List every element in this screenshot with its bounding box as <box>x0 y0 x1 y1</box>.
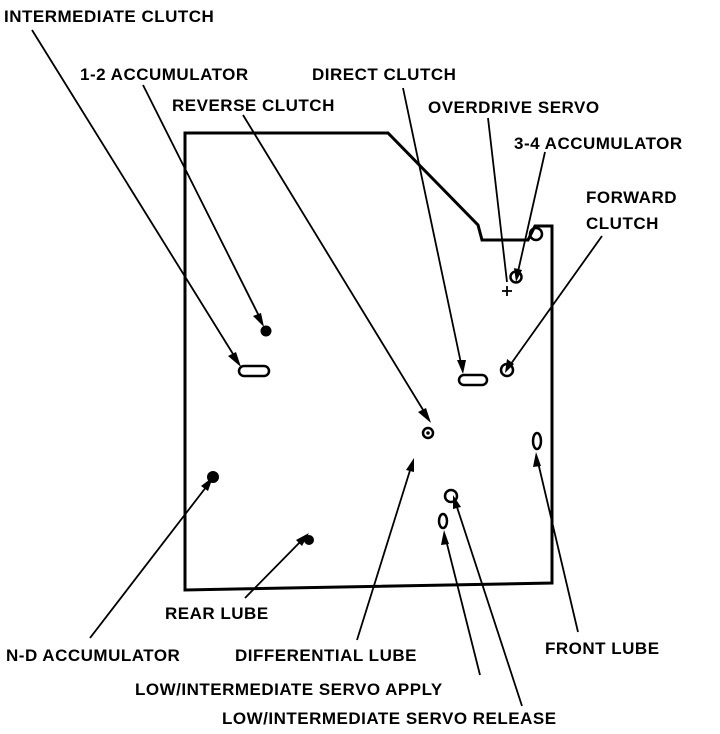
leader-reverse-clutch <box>242 114 429 419</box>
arrowhead-intermediate-clutch <box>228 352 241 367</box>
label-nd-accumulator: N-D ACCUMULATOR <box>6 646 180 665</box>
label-direct-clutch: DIRECT CLUTCH <box>312 65 456 84</box>
label-reverse-clutch: REVERSE CLUTCH <box>172 96 335 115</box>
hole-direct-clutch <box>457 373 489 387</box>
label-differential-lube: DIFFERENTIAL LUBE <box>235 646 417 665</box>
hole-3-4-accumulator <box>509 270 523 284</box>
hole-nd-accumulator <box>207 471 219 483</box>
label-rear-lube: REAR LUBE <box>165 604 269 623</box>
label-intermediate-clutch: INTERMEDIATE CLUTCH <box>4 7 214 26</box>
label-front-lube: FRONT LUBE <box>545 639 660 658</box>
label-low-int-servo-apply: LOW/INTERMEDIATE SERVO APPLY <box>135 680 443 699</box>
label-forward-clutch-2: CLUTCH <box>586 214 659 233</box>
leader-nd-accumulator <box>89 481 211 639</box>
hole-servo-apply <box>437 512 449 530</box>
label-1-2-accumulator: 1-2 ACCUMULATOR <box>80 65 249 84</box>
hole-servo-release <box>443 488 459 504</box>
leader-intermediate-clutch <box>31 29 239 363</box>
leader-overdrive-servo <box>487 117 508 283</box>
arrowhead-reverse-clutch <box>418 408 431 423</box>
arrowhead-servo-apply <box>441 530 449 545</box>
leader-forward-clutch <box>507 235 603 369</box>
arrowhead-front-lube <box>533 452 541 467</box>
arrowhead-servo-release <box>453 495 461 509</box>
hole-front-lube <box>531 431 543 451</box>
leader-front-lube <box>536 457 579 633</box>
label-forward-clutch-1: FORWARD <box>586 188 677 207</box>
hole-reverse-clutch-center <box>426 431 430 435</box>
arrowhead-direct-clutch <box>457 360 466 374</box>
hole-reverse-clutch <box>421 426 435 440</box>
hole-forward-clutch <box>499 362 515 378</box>
arrowhead-differential-lube <box>406 458 414 472</box>
label-3-4-accumulator: 3-4 ACCUMULATOR <box>514 134 683 153</box>
leader-1-2-accumulator <box>142 84 263 323</box>
arrowhead-1-2-accumulator <box>253 313 264 327</box>
label-overdrive-servo: OVERDRIVE SERVO <box>428 98 600 117</box>
hole-intermediate-clutch <box>237 364 271 378</box>
leader-3-4-accumulator <box>516 151 546 277</box>
label-low-int-servo-release: LOW/INTERMEDIATE SERVO RELEASE <box>222 709 557 728</box>
hole-1-2-accumulator <box>260 325 272 337</box>
hole-3-4-accumulator-corner <box>528 226 544 242</box>
leader-direct-clutch <box>402 87 463 369</box>
arrowhead-forward-clutch <box>505 359 514 373</box>
leader-servo-release <box>454 500 523 707</box>
leader-rear-lube <box>244 536 306 599</box>
leader-differential-lube <box>356 463 413 641</box>
hole-rear-lube <box>304 535 314 545</box>
leader-servo-apply <box>444 535 481 676</box>
plate-outline <box>183 131 554 592</box>
